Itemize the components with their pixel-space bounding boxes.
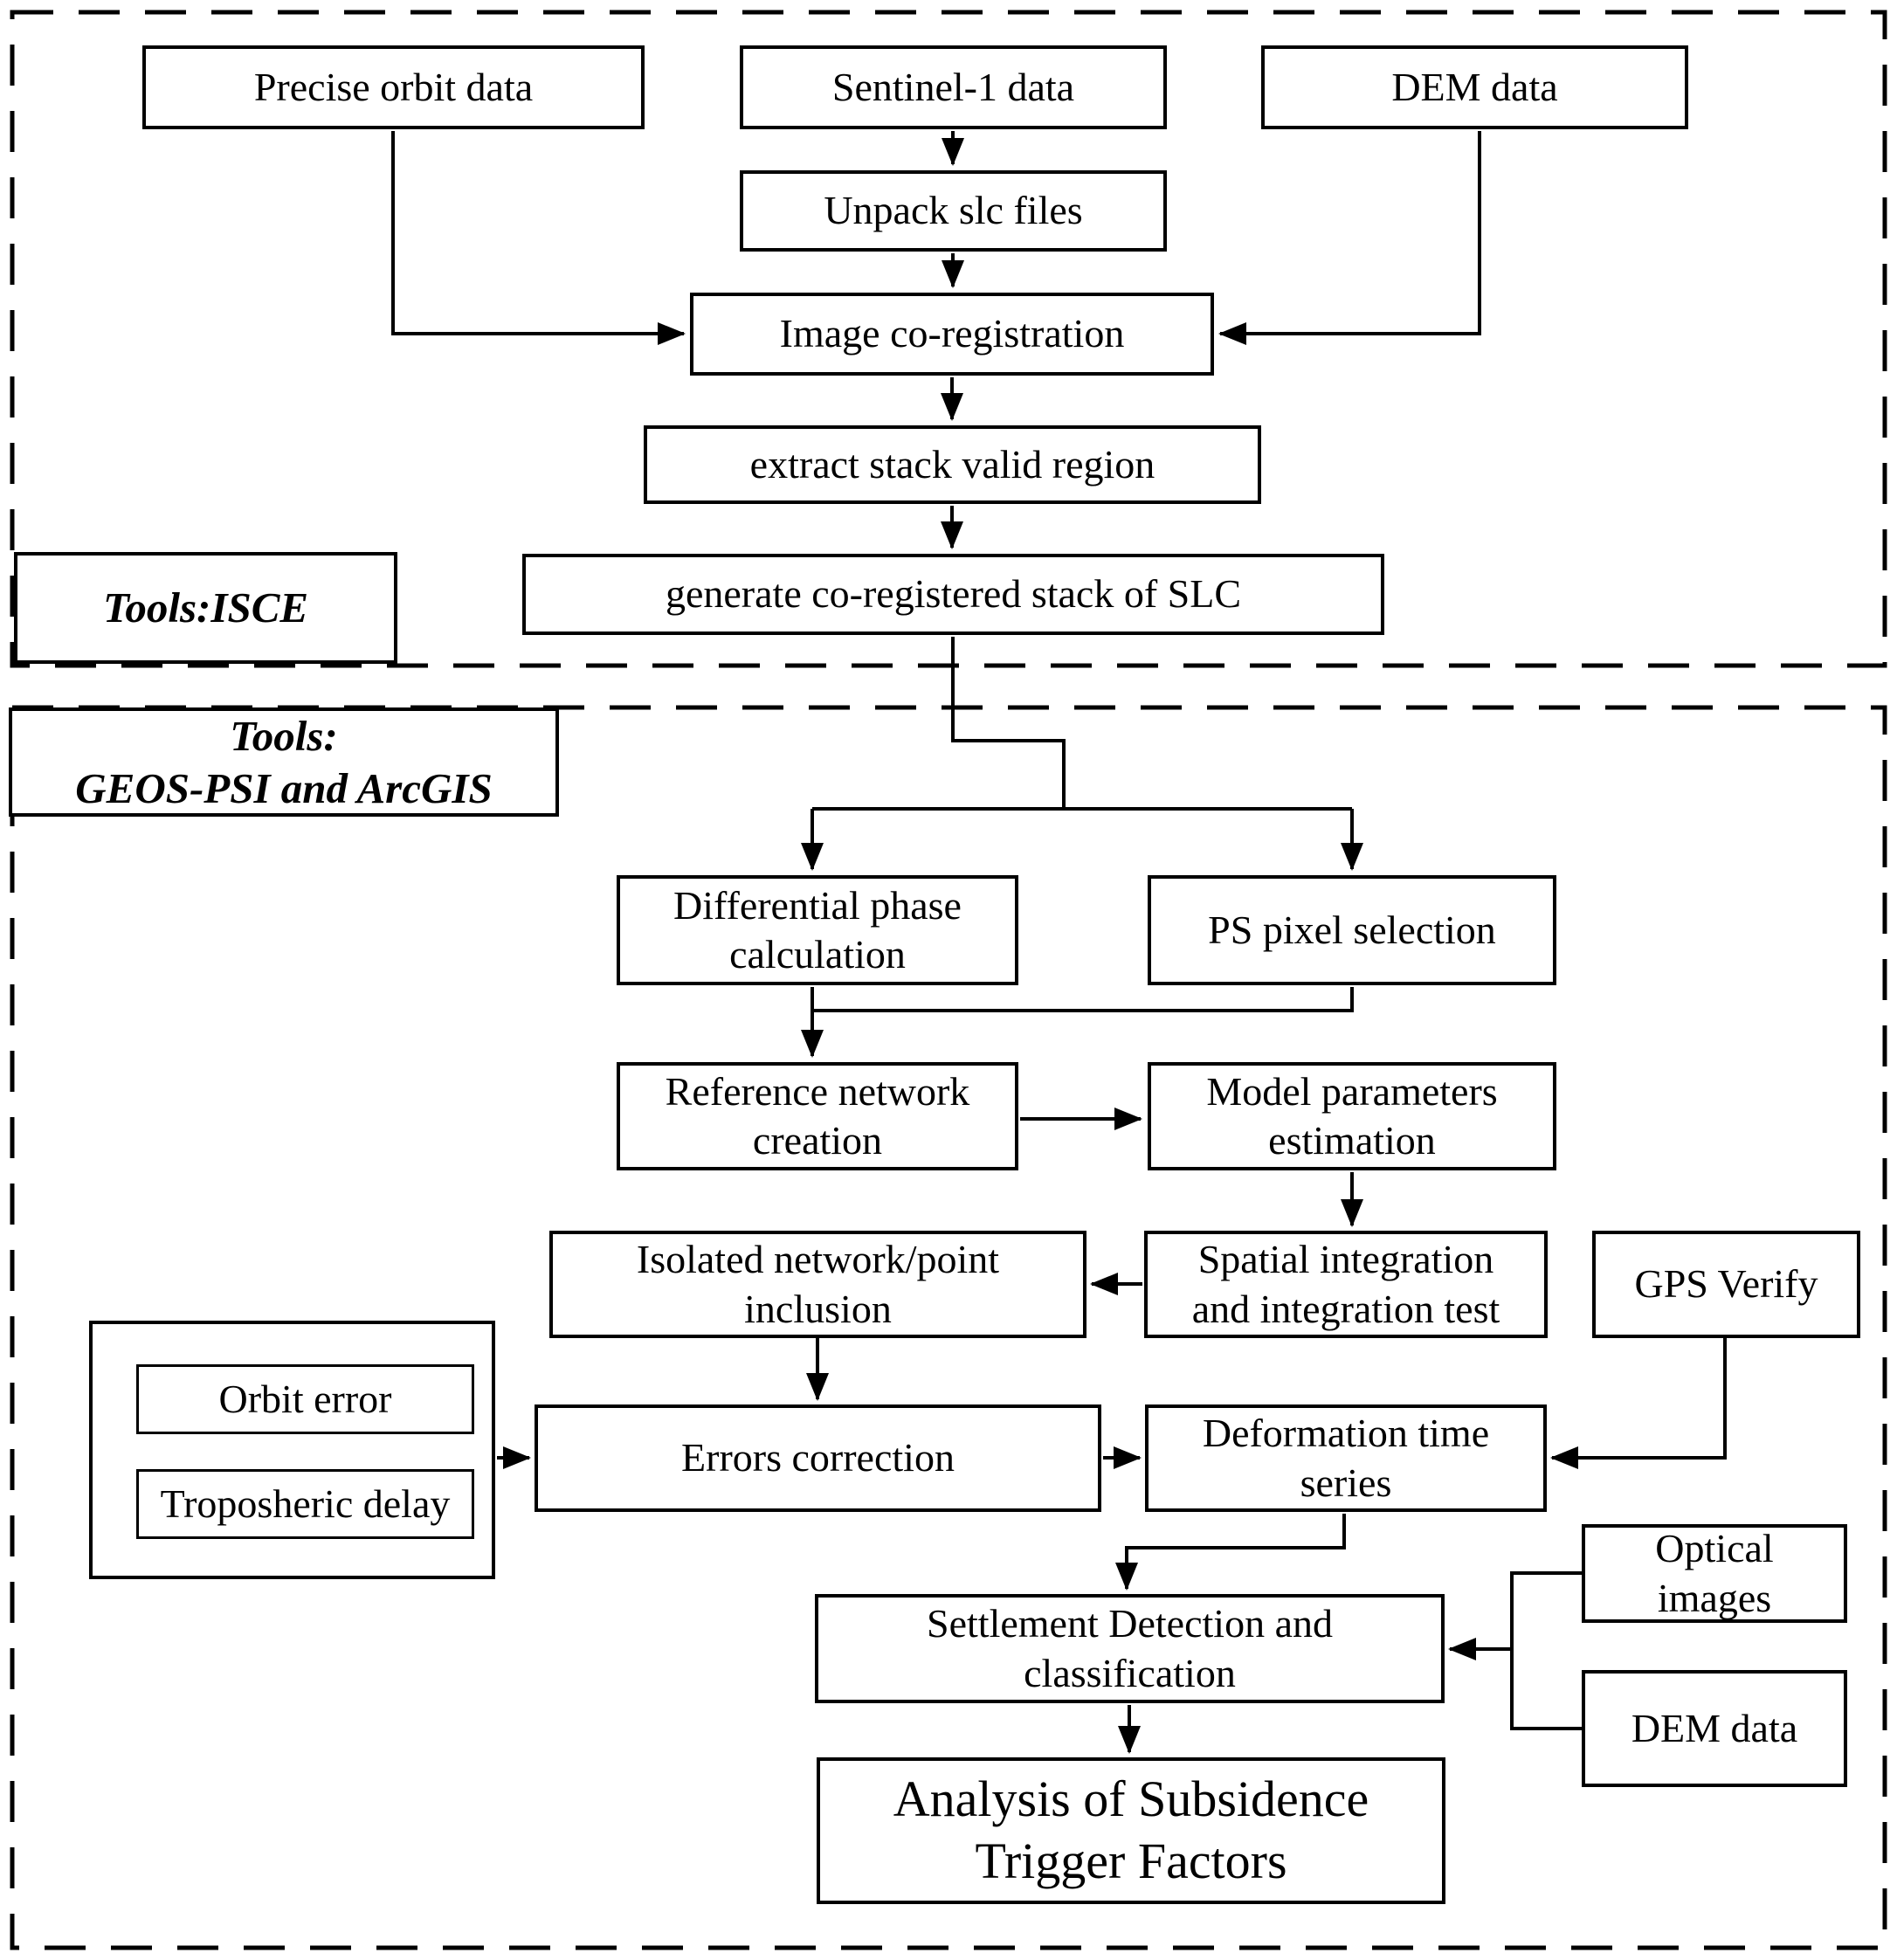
node-reference-network-creation-label: Reference network creation xyxy=(665,1068,970,1163)
edge-precise-orbit-to-coregistration xyxy=(391,131,686,345)
edge-ps-pixel-merge xyxy=(812,987,1354,1012)
node-dem-data-bottom: DEM data xyxy=(1582,1670,1847,1787)
node-optical-images-label: Optical images xyxy=(1655,1526,1774,1620)
node-generate-coregistered-stack: generate co-registered stack of SLC xyxy=(522,554,1384,635)
node-tropospheric-delay: Troposheric delay xyxy=(136,1469,474,1539)
section-border-isce xyxy=(10,10,1887,668)
node-tools-geos-psi-arcgis-label: Tools: GEOS-PSI and ArcGIS xyxy=(75,711,493,812)
node-image-co-registration: Image co-registration xyxy=(690,293,1214,376)
node-tools-geos-psi-arcgis: Tools: GEOS-PSI and ArcGIS xyxy=(9,707,559,817)
node-differential-phase-calculation-label: Differential phase calculation xyxy=(673,882,962,977)
node-deformation-time-series-label: Deformation time series xyxy=(1202,1411,1490,1505)
node-ps-pixel-selection-label: PS pixel selection xyxy=(1208,907,1496,952)
node-isolated-network-point-inclusion-label: Isolated network/point inclusion xyxy=(636,1237,1000,1331)
edge-generate-split-stem xyxy=(951,637,1066,809)
node-sentinel1-data: Sentinel-1 data xyxy=(740,45,1167,129)
node-dem-data-top: DEM data xyxy=(1261,45,1688,129)
node-settlement-detection-classification: Settlement Detection and classification xyxy=(815,1594,1445,1703)
node-orbit-error: Orbit error xyxy=(136,1364,474,1434)
node-gps-verify-label: GPS Verify xyxy=(1634,1261,1818,1307)
node-precise-orbit-data: Precise orbit data xyxy=(142,45,645,129)
node-tools-isce: Tools:ISCE xyxy=(14,552,397,664)
section-border-geos xyxy=(10,705,1887,1950)
node-deformation-time-series: Deformation time series xyxy=(1145,1404,1547,1512)
node-isolated-network-point-inclusion: Isolated network/point inclusion xyxy=(549,1231,1086,1338)
node-spatial-integration-test-label: Spatial integration and integration test xyxy=(1191,1237,1500,1331)
node-model-parameters-estimation-label: Model parameters estimation xyxy=(1206,1068,1498,1163)
node-image-co-registration-label: Image co-registration xyxy=(779,311,1125,356)
node-analysis-subsidence-trigger-factors: Analysis of Subsidence Trigger Factors xyxy=(817,1757,1445,1904)
node-orbit-error-label: Orbit error xyxy=(218,1376,392,1421)
node-sentinel1-data-label: Sentinel-1 data xyxy=(831,64,1075,109)
node-analysis-subsidence-trigger-factors-label: Analysis of Subsidence Trigger Factors xyxy=(893,1770,1369,1889)
node-tropospheric-delay-label: Troposheric delay xyxy=(160,1480,451,1526)
node-generate-coregistered-stack-label: generate co-registered stack of SLC xyxy=(665,571,1242,617)
node-extract-stack-valid-region: extract stack valid region xyxy=(644,425,1261,504)
node-ps-pixel-selection: PS pixel selection xyxy=(1148,875,1556,985)
node-optical-images: Optical images xyxy=(1582,1524,1847,1623)
node-differential-phase-calculation: Differential phase calculation xyxy=(617,875,1018,985)
node-gps-verify: GPS Verify xyxy=(1592,1231,1860,1338)
edge-gps-verify-to-deformation xyxy=(1550,1338,1727,1469)
node-dem-data-bottom-label: DEM data xyxy=(1631,1705,1798,1750)
node-spatial-integration-test: Spatial integration and integration test xyxy=(1144,1231,1548,1338)
node-errors-correction: Errors correction xyxy=(535,1404,1101,1512)
node-errors-correction-label: Errors correction xyxy=(681,1435,955,1480)
edge-optical-dem-bracket xyxy=(1510,1571,1582,1730)
node-reference-network-creation: Reference network creation xyxy=(617,1062,1018,1170)
node-tools-isce-label: Tools:ISCE xyxy=(102,583,309,632)
node-extract-stack-valid-region-label: extract stack valid region xyxy=(749,441,1155,487)
node-unpack-slc-files: Unpack slc files xyxy=(740,170,1167,252)
edge-deformation-to-settlement xyxy=(1115,1514,1346,1591)
node-precise-orbit-data-label: Precise orbit data xyxy=(253,64,534,109)
node-unpack-slc-files-label: Unpack slc files xyxy=(824,188,1083,233)
node-model-parameters-estimation: Model parameters estimation xyxy=(1148,1062,1556,1170)
node-settlement-detection-classification-label: Settlement Detection and classification xyxy=(927,1601,1333,1695)
error-sources-group xyxy=(89,1321,495,1579)
edge-dem-to-coregistration xyxy=(1218,131,1481,345)
node-dem-data-top-label: DEM data xyxy=(1391,64,1558,109)
